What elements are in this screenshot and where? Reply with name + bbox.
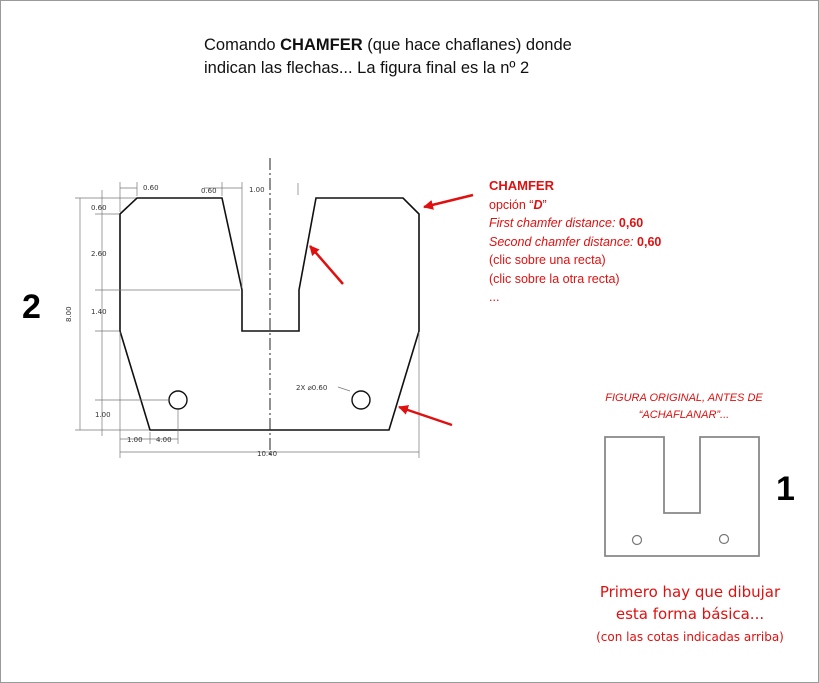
chamfer-heading: CHAMFER [489,178,554,193]
dim-overall-width: 10.40 [257,450,277,458]
dim-left-a: 0.60 [91,204,107,212]
step-one: (clic sobre una recta) [489,253,606,267]
hole-right [351,390,371,410]
hole-left [168,390,188,410]
step-two: (clic sobre la otra recta) [489,271,620,286]
dim-left-c: 1.40 [91,308,107,316]
chamfer-option: opción “D” [489,197,547,212]
arrow-top-right [423,193,474,210]
orig-hole-left [631,534,643,546]
dimension-lines [75,182,420,458]
figure-label-final: 2 [22,288,41,326]
dim-bottom-b: 4.00 [156,436,172,444]
figure-label-original: 1 [776,470,795,508]
dim-top-left: 0.60 [143,184,159,192]
second-distance: Second chamfer distance: 0,60 [489,234,662,249]
dim-left-b: 2.60 [91,250,107,258]
final-part-drawing [119,158,420,455]
first-distance: First chamfer distance: 0,60 [489,216,644,230]
dim-overall-height: 8.00 [65,306,73,322]
instruction-title: Comando CHAMFER (que hace chaflanes) don… [204,36,572,77]
dim-bottom-a: 1.00 [127,436,143,444]
chamfer-arrows [309,193,474,427]
chamfer-instructions: CHAMFER opción “D” First chamfer distanc… [489,177,789,307]
command-name: CHAMFER [280,36,363,54]
dim-holes: 2X ⌀0.60 [296,384,327,392]
original-caption: FIGURA ORIGINAL, ANTES DE “ACHAFLANAR”..… [605,392,763,421]
arrow-bottom-right [398,405,453,427]
ellipsis: ... [489,290,500,304]
dim-top-right: 1.00 [249,186,265,194]
arrow-slot [309,245,344,285]
dim-top-mid: 0.60 [201,187,217,195]
dim-left-d: 1.00 [95,411,111,419]
bottom-note: Primero hay que dibujar esta forma básic… [596,583,784,644]
original-part-drawing [604,436,760,557]
orig-hole-right [718,533,730,545]
